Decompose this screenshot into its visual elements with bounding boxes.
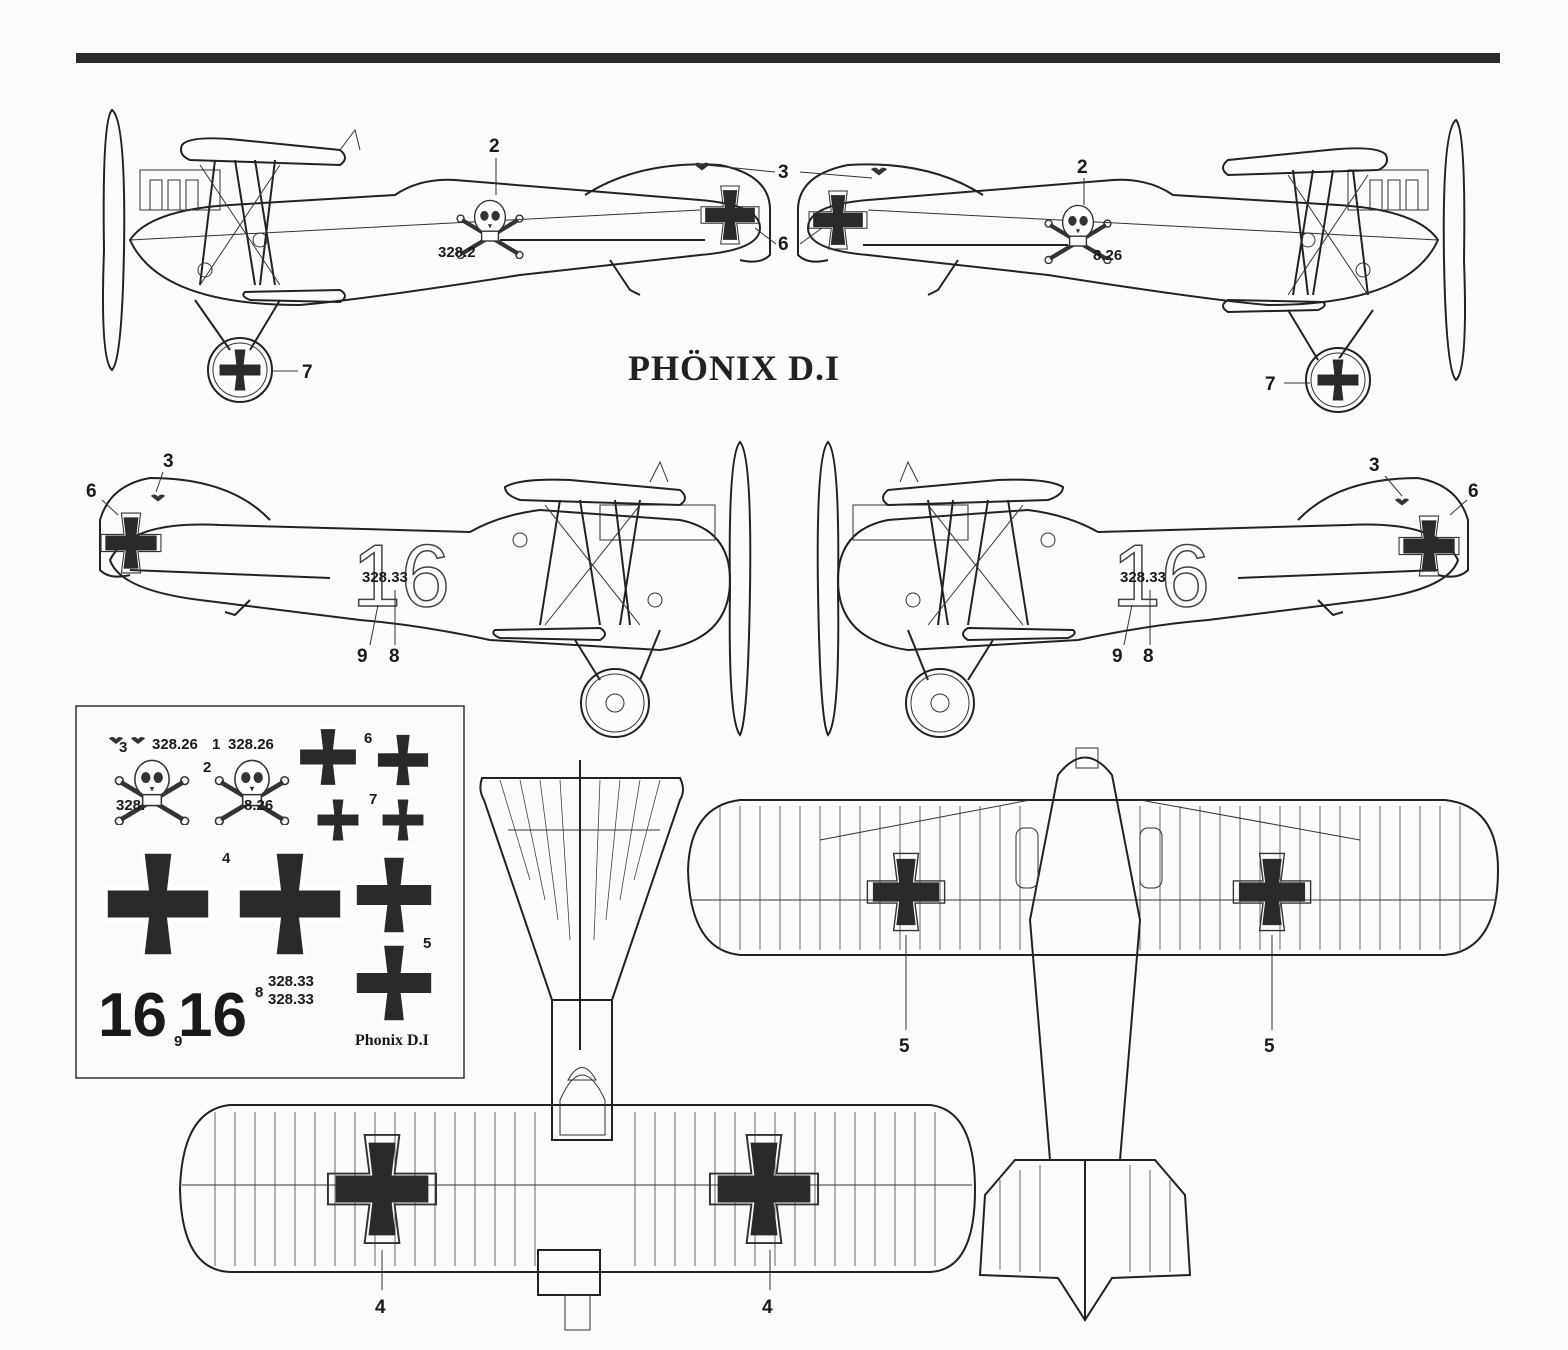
decal-callout-2: 2 [203,759,211,776]
side-view-left-top [102,108,771,403]
callout-6-right: 6 [1468,481,1479,502]
decal-skull-right-serial: 8.26 [244,797,273,814]
callout-4-right: 4 [762,1297,773,1318]
callout-3-top: 3 [778,162,789,183]
decal-caption: Phonix D.I [355,1032,429,1049]
decal-number-b: 16 [178,981,247,1050]
decal-serial-b: 328.26 [228,736,274,753]
serial-right-middle: 328.33 [1120,569,1166,586]
fuselage-number-left: 16 [352,526,450,625]
side-view-right-middle [816,440,1469,738]
side-view-right-top [797,118,1466,413]
callout-2-right: 2 [1077,157,1088,178]
decal-callout-3: 3 [119,739,127,756]
decal-callout-8: 8 [255,984,263,1001]
decal-callout-1: 1 [212,736,220,753]
decal-callout-5: 5 [423,935,431,952]
serial-left-top: 328.2 [438,244,476,261]
serial-left-middle: 328.33 [362,569,408,586]
plan-view-bottom [686,747,1500,1322]
callout-2-left: 2 [489,136,500,157]
decal-callout-9: 9 [174,1033,182,1050]
callout-3-right: 3 [1369,455,1380,476]
callout-9-left: 9 [357,646,368,667]
decal-number-a: 16 [98,981,167,1050]
serial-right-top: 8.26 [1093,247,1122,264]
callout-9-right: 9 [1112,646,1123,667]
page-title: PHÖNIX D.I [628,348,840,388]
callout-5-left: 5 [899,1036,910,1057]
callout-4-left: 4 [375,1297,386,1318]
callout-5-right: 5 [1264,1036,1275,1057]
plan-view-top [178,760,977,1331]
callout-7-left: 7 [302,362,313,383]
decal-skull-left-serial: 328. [116,797,145,814]
decal-serial-a: 328.26 [152,736,198,753]
header-rule [76,53,1500,63]
decal-sheet [75,705,465,1079]
decal-callout-4: 4 [222,850,231,867]
decal-serial-d: 328.33 [268,991,314,1008]
callout-6-left: 6 [86,481,97,502]
decal-serial-c: 328.33 [268,973,314,990]
callout-8-right: 8 [1143,646,1154,667]
side-view-left-middle: 16 [99,440,752,738]
callout-8-left: 8 [389,646,400,667]
callout-6-top: 6 [778,234,789,255]
fuselage-number-right: 16 [1112,526,1210,625]
callout-3-left: 3 [163,451,174,472]
decal-callout-6: 6 [364,730,372,747]
callout-7-right: 7 [1265,374,1276,395]
decal-callout-7: 7 [369,791,377,808]
